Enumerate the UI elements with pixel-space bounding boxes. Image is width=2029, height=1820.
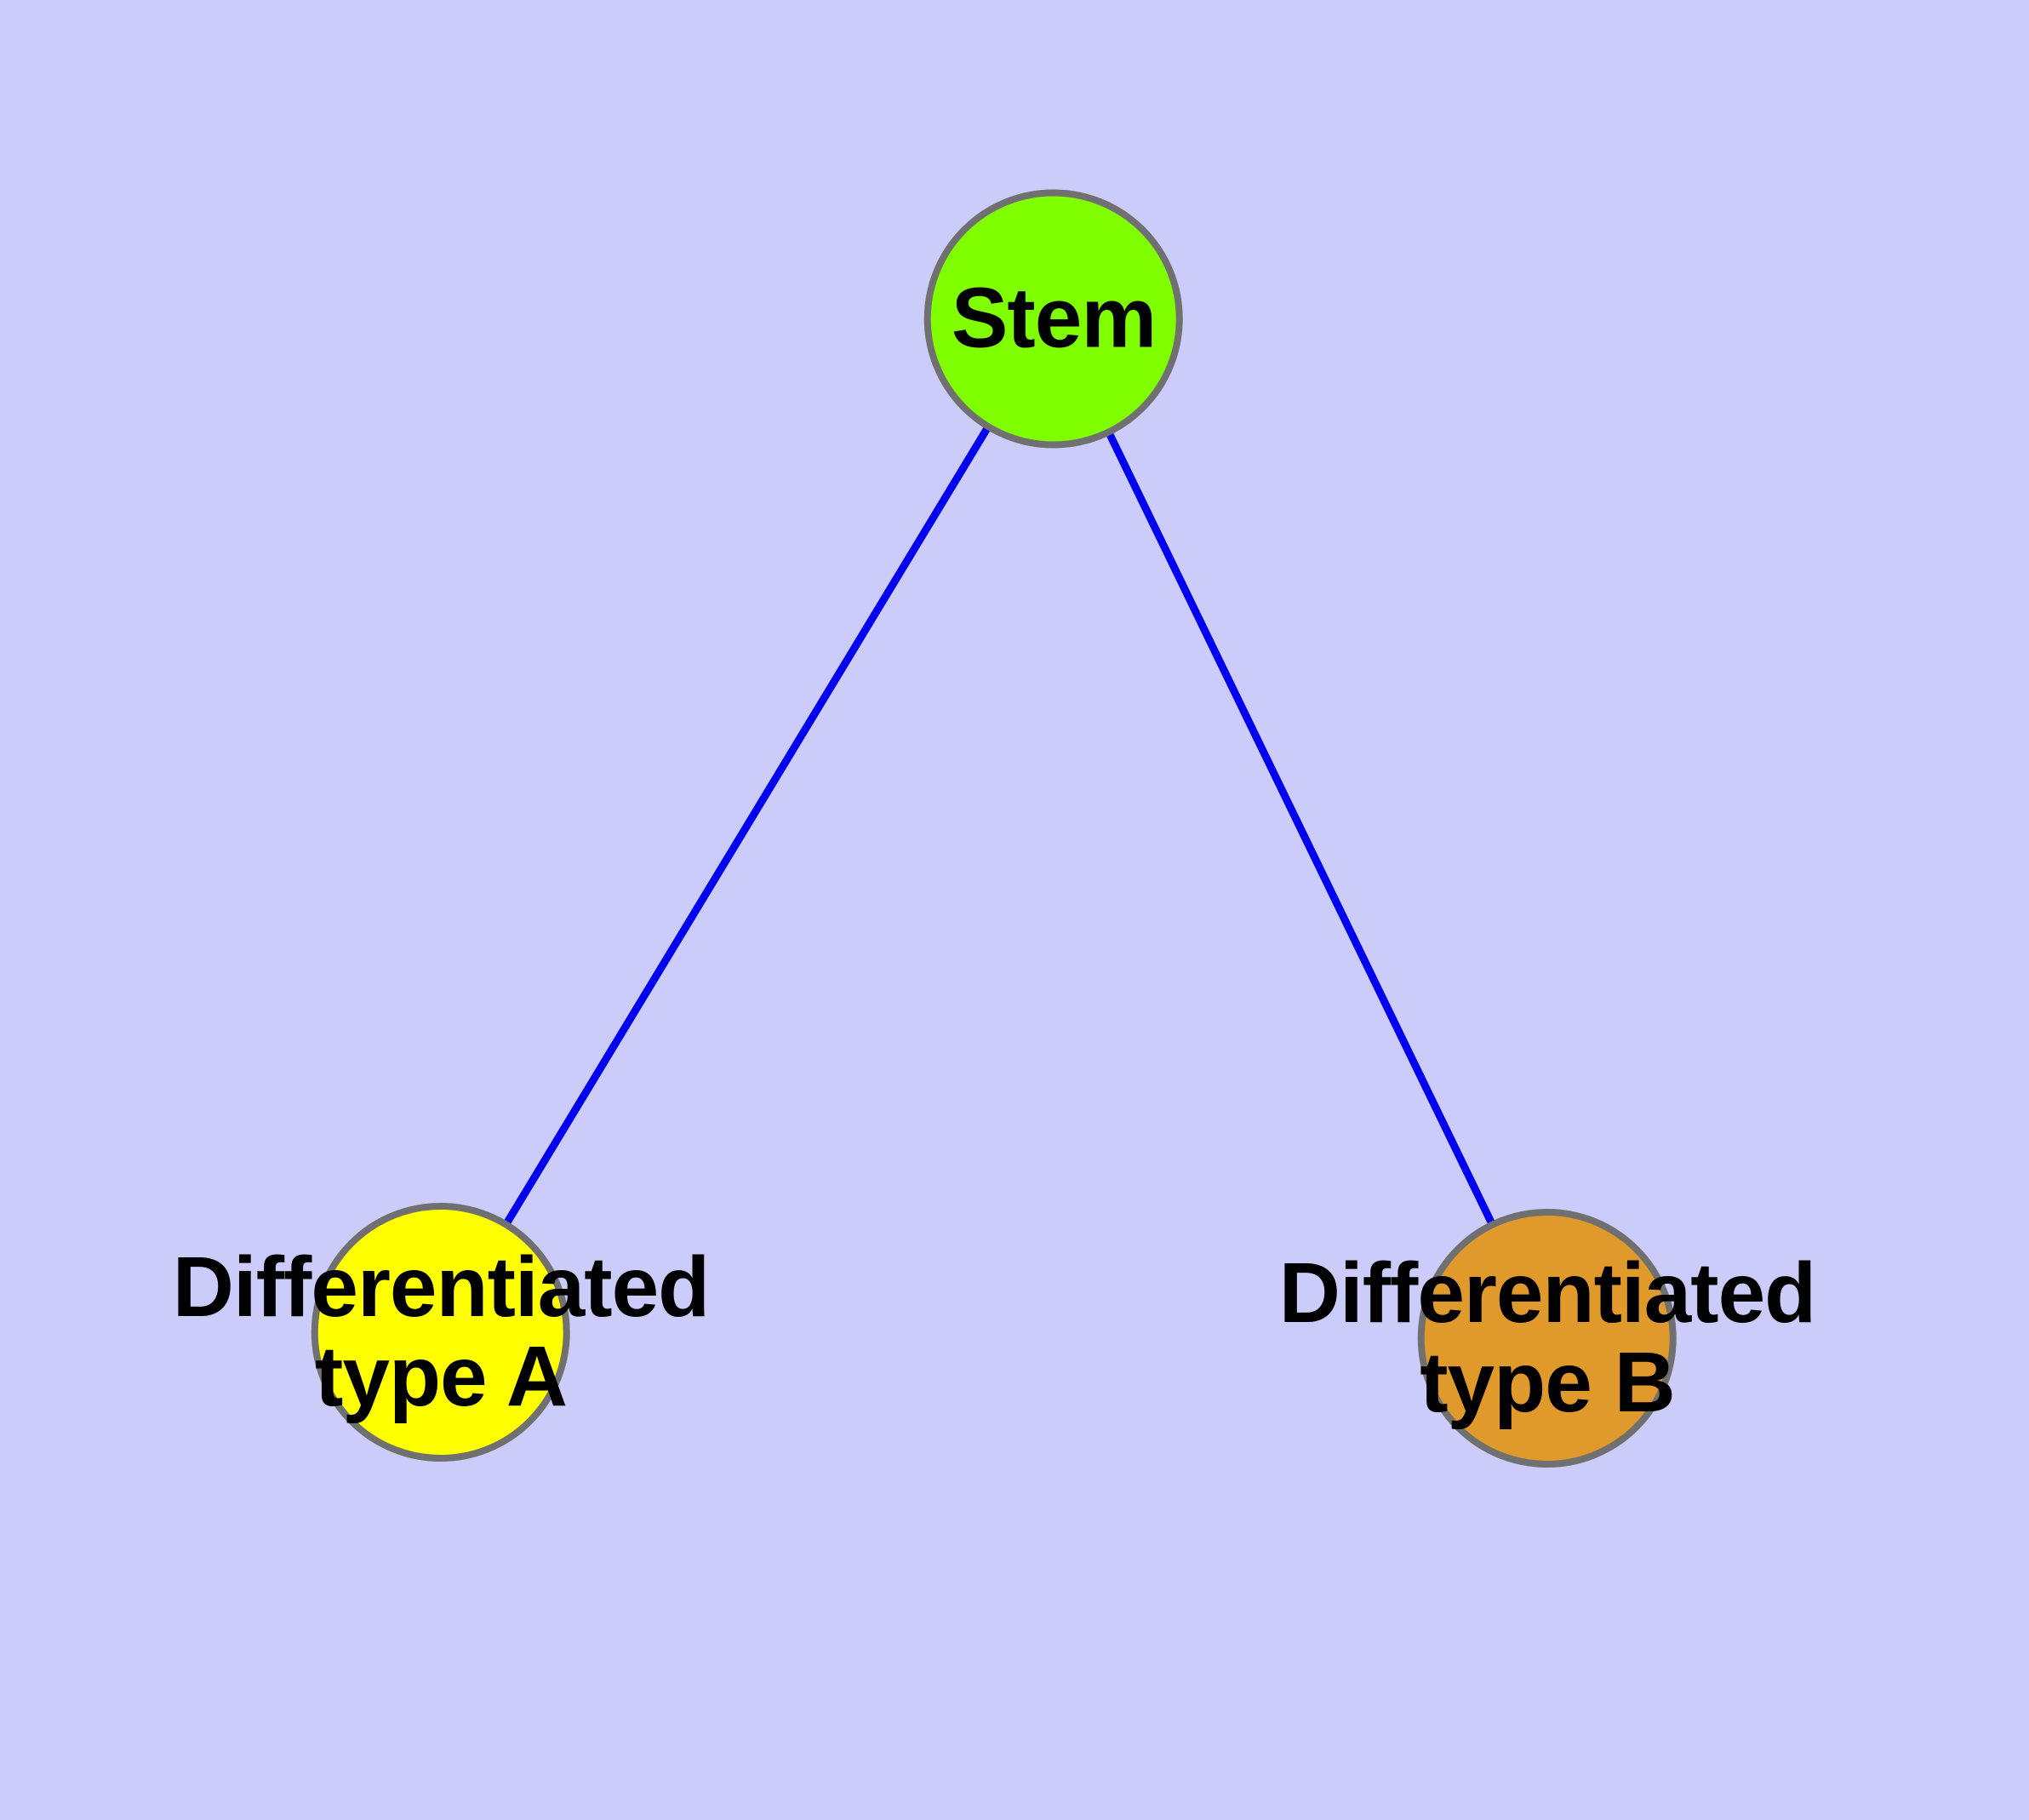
node-differentiated-type-a-circle[interactable] bbox=[311, 1203, 570, 1462]
node-differentiated-type-b-label: Differentiated type B bbox=[1278, 1245, 1817, 1430]
node-differentiated-type-a-label-line-2: type A bbox=[315, 1329, 568, 1424]
node-differentiated-type-b[interactable]: Differentiated type B bbox=[1278, 1209, 1817, 1468]
node-stem-circle[interactable] bbox=[924, 189, 1183, 448]
node-differentiated-type-b-circle[interactable] bbox=[1418, 1209, 1677, 1468]
edge-stem-diff-a bbox=[501, 422, 993, 1228]
node-differentiated-type-a[interactable]: Differentiated type A bbox=[172, 1203, 711, 1462]
node-stem[interactable]: Stem bbox=[924, 189, 1183, 448]
edge-stem-diff-b bbox=[1104, 428, 1497, 1228]
node-stem-label-line-1: Stem bbox=[951, 270, 1157, 366]
node-stem-label: Stem bbox=[951, 270, 1157, 366]
edge-layer bbox=[501, 422, 1497, 1228]
node-differentiated-type-b-label-line-1: Differentiated bbox=[1278, 1245, 1817, 1341]
node-differentiated-type-b-label-line-2: type B bbox=[1420, 1335, 1676, 1430]
node-differentiated-type-a-label: Differentiated type A bbox=[172, 1239, 711, 1424]
node-differentiated-type-a-label-line-1: Differentiated bbox=[172, 1239, 711, 1335]
